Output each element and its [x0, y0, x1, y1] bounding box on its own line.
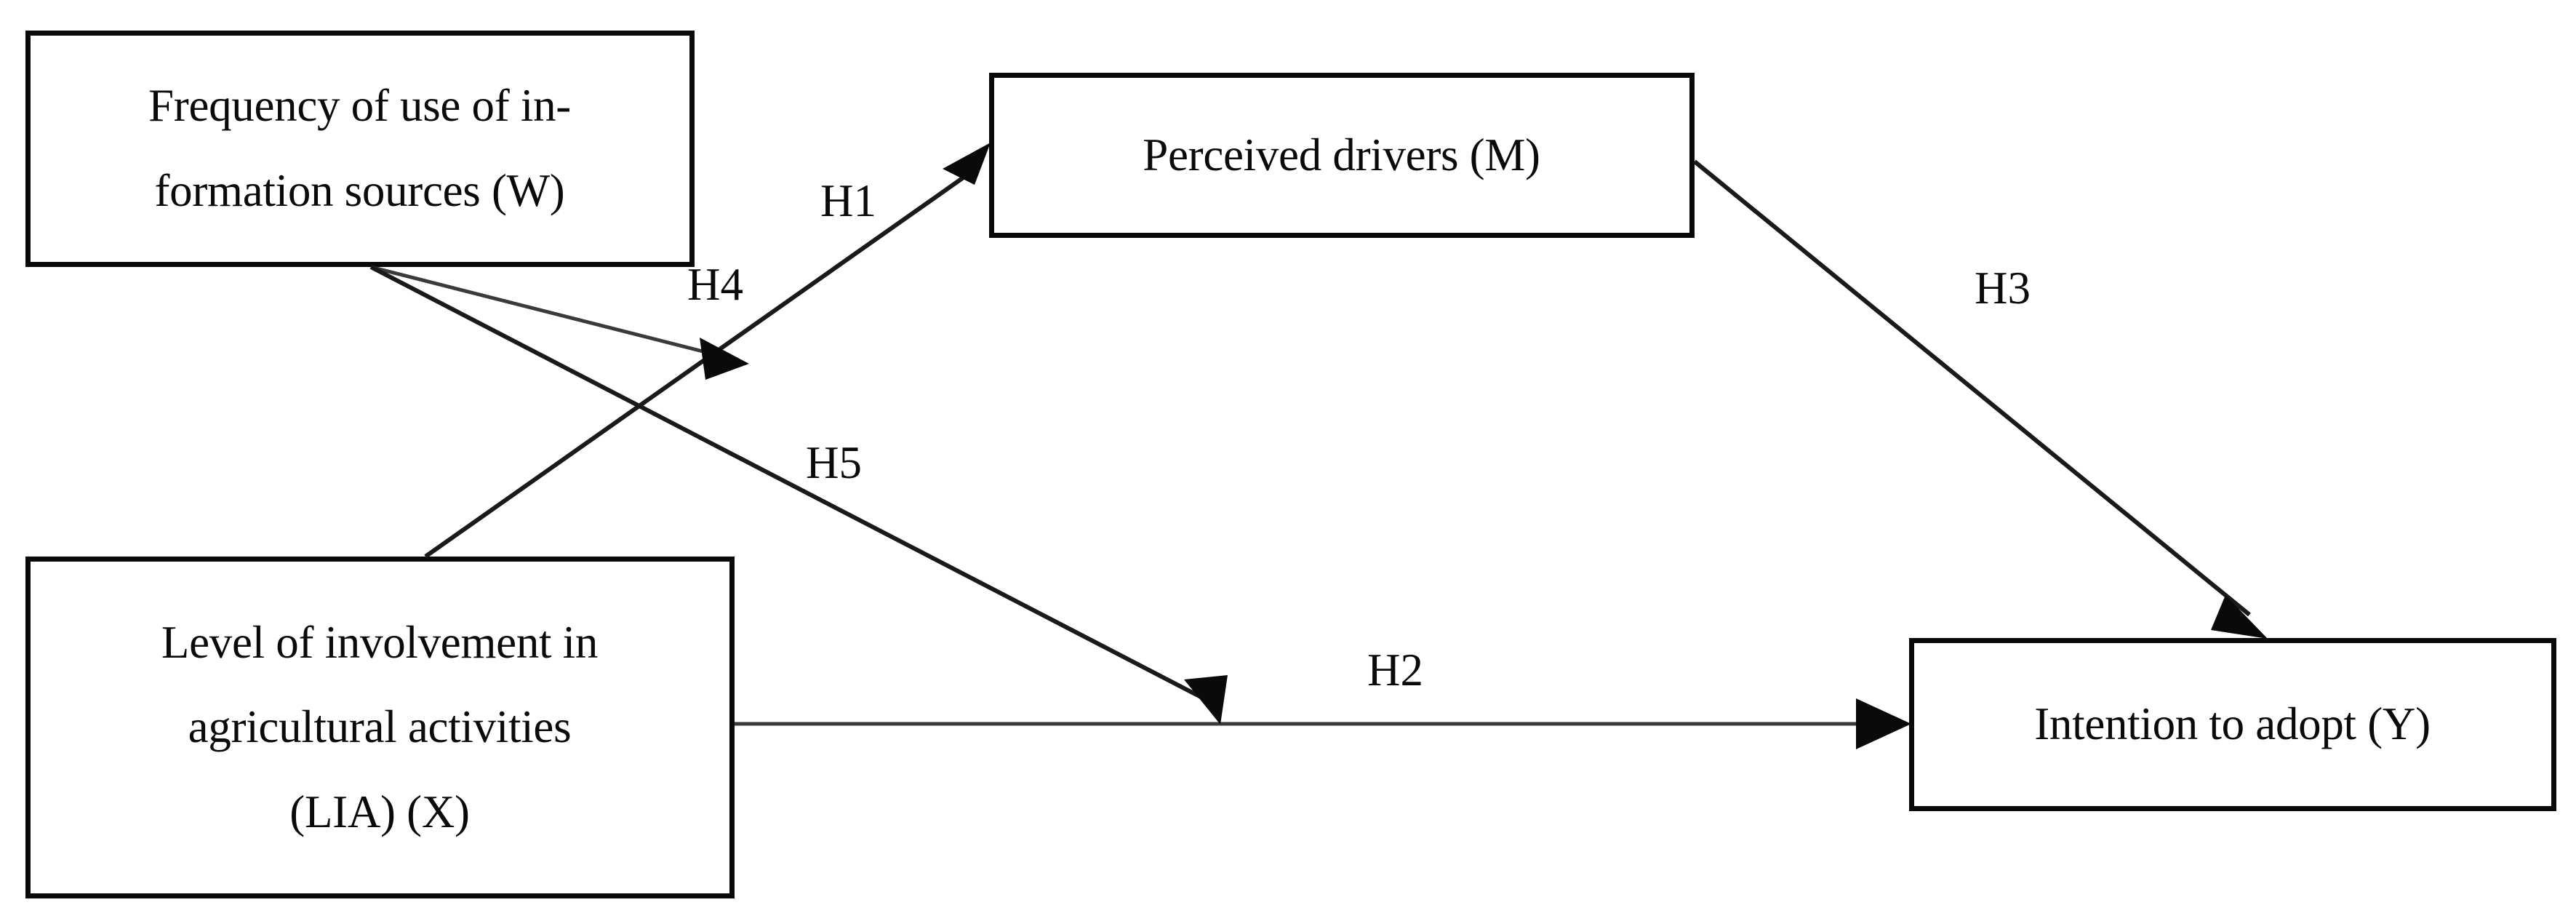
edge-h4	[370, 265, 749, 380]
edge-h1	[424, 143, 991, 559]
arrow-head-h3	[2211, 595, 2268, 639]
arrow-head-h5	[1184, 675, 1228, 725]
node-box-perceived-drivers[interactable]	[989, 73, 1695, 238]
node-box-frequency-of-use[interactable]	[25, 31, 695, 267]
edge-h3	[1693, 159, 2268, 639]
edge-h2	[735, 698, 1911, 749]
node-box-level-of-involvement[interactable]	[25, 557, 735, 898]
node-box-intention-to-adopt[interactable]	[1909, 638, 2556, 811]
arrow-head-h4	[700, 338, 749, 380]
edge-h5	[369, 265, 1228, 725]
arrow-head-h1	[943, 143, 991, 185]
arrow-head-h2	[1856, 698, 1911, 749]
